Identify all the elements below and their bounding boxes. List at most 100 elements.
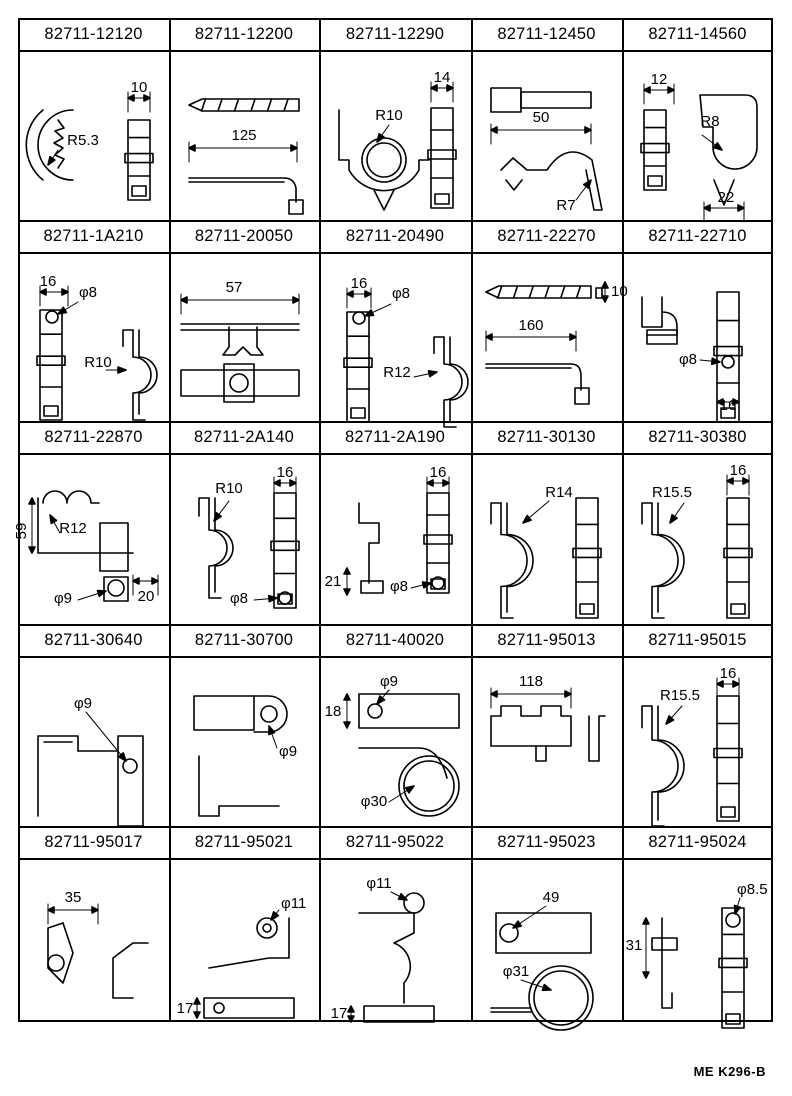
- dimension-label: R5.3: [67, 132, 99, 149]
- part-number-label: 82711-95017: [44, 832, 143, 851]
- clip-band: [423, 534, 453, 545]
- connector: [288, 199, 304, 215]
- dimension-label: φ31: [503, 963, 529, 980]
- rivet-barb: [200, 98, 207, 112]
- clamp-ring: [398, 755, 460, 817]
- dimension-label: φ8: [79, 284, 97, 301]
- dimension-label: φ8.5: [737, 881, 768, 898]
- dimension-label: R8: [700, 113, 719, 130]
- dimension-label: 125: [231, 127, 256, 144]
- dimension-label: φ30: [361, 793, 387, 810]
- clip-side: [588, 715, 606, 762]
- clip-tab: [720, 407, 736, 419]
- clip-body: [490, 705, 572, 747]
- rivet-end: [595, 287, 603, 299]
- clamp-ring: [528, 965, 594, 1031]
- clip-body: [47, 922, 74, 984]
- clip-frame: [37, 497, 134, 554]
- arrowhead: [47, 155, 56, 166]
- bolt-hole: [256, 917, 278, 939]
- clip-arm: [208, 917, 290, 969]
- dimension-label: 12: [651, 71, 668, 88]
- arrowhead: [732, 680, 740, 688]
- clip-side: [338, 109, 430, 192]
- clip-arm: [358, 747, 448, 779]
- bolt-hole: [431, 576, 445, 590]
- arrowhead: [347, 1015, 355, 1023]
- arrowhead: [188, 144, 196, 152]
- part-number-label: 82711-30640: [44, 630, 143, 649]
- clamp-profile: [500, 502, 528, 619]
- arrowhead: [132, 577, 140, 585]
- arrowhead: [343, 588, 351, 596]
- part-number-label: 82711-95013: [497, 630, 596, 649]
- clip-band: [640, 142, 670, 154]
- clip-drawing: R5.310: [25, 79, 154, 201]
- clamp-boss: [223, 363, 255, 403]
- clamp-ring-inner: [533, 970, 589, 1026]
- push-rivet: [188, 98, 300, 112]
- arrowhead: [267, 594, 278, 603]
- grid-hline: [18, 826, 773, 828]
- push-rivet: [485, 285, 592, 299]
- bolt-hole: [499, 923, 519, 943]
- clip-frame: [37, 735, 79, 817]
- grid-hline: [18, 421, 773, 423]
- arrowhead: [643, 86, 651, 94]
- clip-plate: [117, 735, 144, 827]
- dimension-label: φ9: [279, 743, 297, 760]
- grid-hline: [18, 624, 773, 626]
- arrowhead: [364, 290, 372, 298]
- arrowhead: [485, 333, 493, 341]
- clip-body: [643, 109, 667, 191]
- arrowhead: [117, 752, 127, 762]
- arrowhead: [364, 309, 375, 317]
- arrowhead: [213, 511, 222, 522]
- cable-bend: [283, 177, 297, 203]
- clip-body: [430, 107, 454, 209]
- arrowhead: [733, 904, 742, 915]
- part-number-label: 82711-2A140: [193, 427, 295, 446]
- arrowhead: [273, 479, 281, 487]
- clamp-hook: [641, 502, 653, 525]
- clamp-profile: [443, 336, 463, 428]
- clip-plan: [363, 1005, 435, 1023]
- clip-arm: [358, 912, 415, 1004]
- grid-vline: [471, 18, 473, 1022]
- slot: [213, 1002, 225, 1014]
- toothed-clip-rim: [25, 109, 44, 181]
- bolt-hole-inner: [262, 923, 272, 933]
- arrowhead: [726, 477, 734, 485]
- arrowhead: [376, 695, 386, 705]
- clip-pin: [535, 745, 547, 762]
- rivet-barb: [250, 98, 256, 112]
- arrowhead: [669, 513, 678, 524]
- clip-body: [426, 492, 450, 594]
- arrowhead: [569, 333, 577, 341]
- arrowhead: [28, 497, 36, 505]
- grid-vline: [319, 18, 321, 1022]
- arrowhead: [564, 690, 572, 698]
- clamp-ring: [361, 137, 407, 183]
- dimension-label: R10: [84, 354, 112, 371]
- arrowhead: [268, 725, 276, 736]
- part-number-label: 82711-14560: [648, 24, 747, 43]
- dimension-label: 35: [65, 889, 82, 906]
- clamp-hook: [122, 329, 134, 347]
- part-number-label: 82711-95021: [194, 832, 294, 851]
- arrowhead: [117, 366, 127, 374]
- clip-strap: [520, 91, 592, 109]
- arrowhead: [376, 132, 385, 143]
- clip-drawing: R15.516: [641, 462, 753, 619]
- arrowhead: [583, 179, 592, 189]
- arrowhead: [28, 546, 36, 554]
- part-number-label: 82711-12290: [345, 24, 445, 43]
- clamp-profile: [651, 502, 679, 619]
- rivet-barb: [512, 285, 519, 299]
